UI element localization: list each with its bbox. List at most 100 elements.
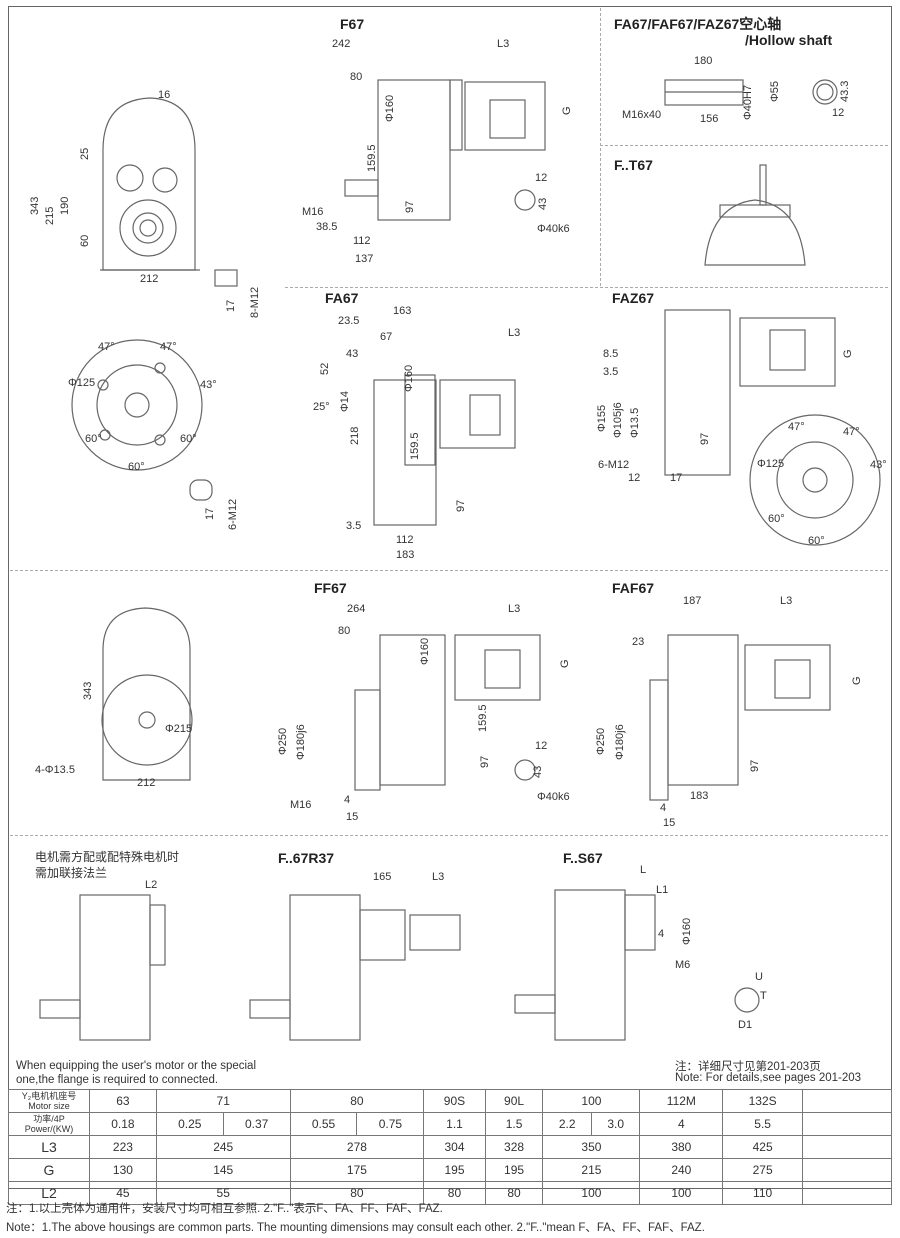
dim-label: 15 bbox=[663, 817, 676, 829]
fa67-drawing bbox=[373, 374, 516, 526]
dim-label: 12 bbox=[535, 172, 548, 184]
divider bbox=[600, 8, 601, 286]
dim-label: 264 bbox=[347, 603, 366, 615]
ft67-drawing bbox=[704, 164, 806, 266]
footnote-cn: 注：1.以上壳体为通用件，安装尺寸均可相互参照. 2."F.."表示F、FA、F… bbox=[6, 1203, 443, 1215]
table-cell: 100 bbox=[542, 1181, 641, 1205]
dim-label: 47° bbox=[160, 341, 177, 353]
table-cell: 1.5 bbox=[484, 1112, 544, 1136]
fr37-title: F..67R37 bbox=[278, 850, 335, 866]
table-cell: 3.0 bbox=[590, 1112, 641, 1136]
ft67-title: F..T67 bbox=[614, 157, 653, 173]
dim-label: L bbox=[640, 864, 647, 876]
dim-label: 242 bbox=[332, 38, 351, 50]
dim-label: M16 bbox=[302, 206, 324, 218]
dim-label: 12 bbox=[535, 740, 548, 752]
table-cell bbox=[802, 1135, 892, 1159]
dim-label: 60° bbox=[128, 461, 145, 473]
dim-label: 97 bbox=[699, 432, 711, 445]
table-cell: 90L bbox=[484, 1089, 544, 1113]
table-cell: 2.2 bbox=[542, 1112, 592, 1136]
dim-label: 3.5 bbox=[603, 366, 619, 378]
dim-label: 183 bbox=[690, 790, 709, 802]
dim-label: 97 bbox=[749, 759, 761, 772]
table-cell: L3 bbox=[8, 1135, 90, 1159]
dim-label: 47° bbox=[788, 421, 805, 433]
dim-label: G bbox=[559, 659, 571, 668]
table-cell bbox=[802, 1089, 892, 1113]
table-cell: 112M bbox=[639, 1089, 724, 1113]
dim-label: 8-M12 bbox=[249, 286, 261, 318]
dim-label: M16x40 bbox=[622, 109, 662, 121]
table-cell bbox=[802, 1158, 892, 1182]
table-cell: 0.37 bbox=[222, 1112, 291, 1136]
dim-label: 38.5 bbox=[316, 221, 338, 233]
divider bbox=[10, 570, 888, 571]
dim-label: G bbox=[842, 349, 854, 358]
table-cell: 175 bbox=[289, 1158, 425, 1182]
technical-drawings bbox=[39, 79, 881, 1041]
faf67-title: FAF67 bbox=[612, 580, 655, 596]
dim-label: 159.5 bbox=[477, 704, 489, 732]
dim-label: Φ160 bbox=[681, 917, 693, 945]
dim-label: 190 bbox=[59, 196, 71, 215]
dim-label: 165 bbox=[373, 871, 392, 883]
dim-label: 23 bbox=[632, 636, 645, 648]
dim-label: Φ160 bbox=[403, 364, 415, 392]
dim-label: 80 bbox=[338, 625, 351, 637]
faf67-drawing bbox=[649, 634, 831, 801]
dim-label: L3 bbox=[508, 603, 521, 615]
fs67-drawing bbox=[514, 889, 760, 1041]
dim-label: 4 bbox=[344, 794, 351, 806]
table-cell: 80 bbox=[423, 1181, 486, 1205]
table-cell: 80 bbox=[289, 1089, 425, 1113]
table-cell: 304 bbox=[423, 1135, 486, 1159]
dim-label: 25 bbox=[79, 147, 91, 160]
table-cell: 80 bbox=[289, 1181, 425, 1205]
table-cell: 0.25 bbox=[155, 1112, 224, 1136]
table-cell: 350 bbox=[542, 1135, 641, 1159]
fa67-title: FA67 bbox=[325, 290, 359, 306]
dim-label: 15 bbox=[346, 811, 359, 823]
ff67-side-view bbox=[101, 607, 193, 781]
dim-label: 3.5 bbox=[346, 520, 362, 532]
dim-label: 60° bbox=[85, 433, 102, 445]
dim-label: 212 bbox=[137, 777, 156, 789]
divider bbox=[600, 145, 888, 146]
dim-label: G bbox=[561, 106, 573, 115]
dim-label: D1 bbox=[738, 1019, 753, 1031]
dim-label: G bbox=[851, 676, 863, 685]
dim-label: 47° bbox=[843, 426, 860, 438]
dim-label: 12 bbox=[832, 107, 845, 119]
table-cell: 245 bbox=[155, 1135, 291, 1159]
dim-label: Φ250 bbox=[595, 727, 607, 755]
dim-label: 6-M12 bbox=[598, 459, 630, 471]
dim-label: 43° bbox=[870, 459, 887, 471]
f67-drawing bbox=[344, 79, 546, 221]
table-cell bbox=[802, 1112, 892, 1136]
dim-label: 97 bbox=[479, 755, 491, 768]
dim-label: 60° bbox=[808, 535, 825, 547]
table-cell: 425 bbox=[722, 1135, 803, 1159]
table-cell: 80 bbox=[484, 1181, 544, 1205]
dim-label: 187 bbox=[683, 595, 702, 607]
table-cell: 1.1 bbox=[423, 1112, 486, 1136]
dim-label: M16 bbox=[290, 799, 312, 811]
table-cell: 240 bbox=[639, 1158, 724, 1182]
flange-front-view bbox=[71, 339, 213, 501]
faz67-title: FAZ67 bbox=[612, 290, 655, 306]
table-cell: 55 bbox=[155, 1181, 291, 1205]
footnote-en: Note：1.The above housings are common par… bbox=[6, 1222, 705, 1234]
dim-label: 43° bbox=[200, 379, 217, 391]
dim-label: 343 bbox=[82, 681, 94, 700]
housing-side-view bbox=[100, 97, 238, 287]
dim-label: Φ13.5 bbox=[629, 407, 641, 438]
dim-label: Φ160 bbox=[384, 94, 396, 122]
hollow-shaft-drawing bbox=[664, 79, 838, 106]
dim-label: 97 bbox=[404, 200, 416, 213]
